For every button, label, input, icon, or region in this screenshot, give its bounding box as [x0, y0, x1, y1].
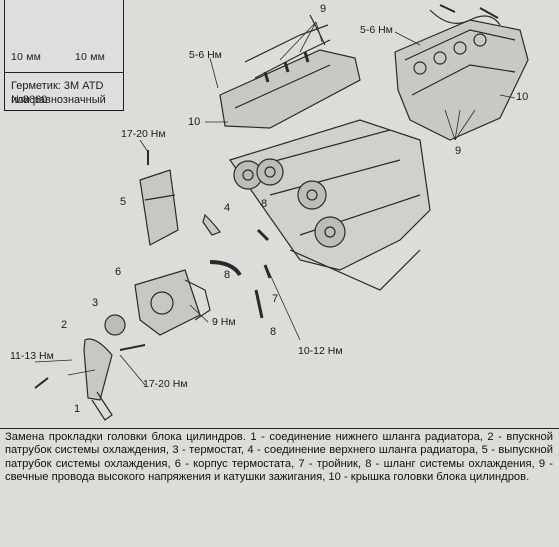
- inset-divider: [5, 72, 123, 73]
- part-number: 9: [320, 3, 327, 15]
- engine-exploded-diagram: [21, 4, 529, 421]
- part-number: 9: [455, 145, 462, 157]
- sealant-inset: 10 мм 10 мм Герметик: 3М ATD №8660 или р…: [4, 0, 124, 111]
- part-number: 5: [120, 196, 127, 208]
- part-number: 2: [61, 319, 68, 331]
- part-number: 8: [261, 198, 268, 210]
- torque-label: 17-20 Нм: [121, 128, 166, 140]
- torque-label: 9 Нм: [212, 316, 236, 328]
- torque-label: 5-6 Нм: [360, 24, 393, 36]
- figure: 10 мм 10 мм Герметик: 3М ATD №8660 или р…: [0, 0, 559, 429]
- part-number: 7: [272, 293, 279, 305]
- part-number: 3: [92, 297, 99, 309]
- part-number: 8: [270, 326, 277, 338]
- part-number: 10: [516, 91, 529, 103]
- torque-label: 11-13 Нм: [10, 350, 54, 362]
- sealant-alternative: или равнозначный: [11, 94, 106, 106]
- part-number: 8: [224, 269, 231, 281]
- torque-label: 17-20 Нм: [143, 378, 188, 390]
- part-number: 1: [74, 403, 81, 415]
- torque-label: 5-6 Нм: [189, 49, 222, 61]
- part-number: 4: [224, 202, 231, 214]
- figure-caption: Замена прокладки головки блока цилиндров…: [5, 431, 553, 484]
- part-number: 10: [188, 116, 201, 128]
- part-number: 6: [115, 266, 122, 278]
- inset-dimension-left: 10 мм: [11, 51, 42, 63]
- inset-dimension-right: 10 мм: [75, 51, 106, 63]
- sealant-name: Герметик: 3М ATD №8660: [11, 80, 104, 106]
- torque-label: 10-12 Нм: [298, 345, 343, 357]
